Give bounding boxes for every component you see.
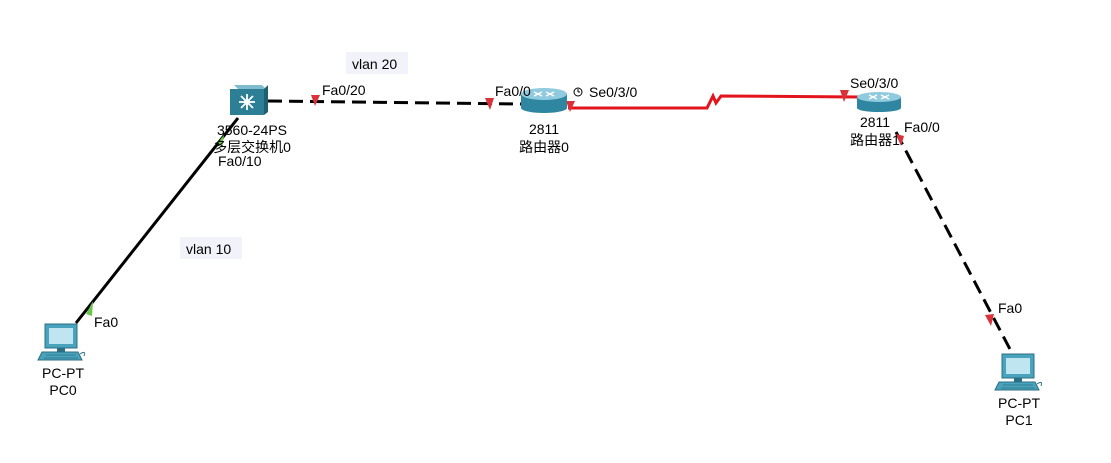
- pc1-model-label: PC-PT: [998, 395, 1040, 411]
- router1-model-label: 2811: [860, 114, 890, 130]
- port-label-router0-fa00: Fa0/0: [495, 83, 531, 99]
- pc1-name-label: PC1: [1005, 412, 1032, 428]
- port-indicator-pc1-fa0: [985, 314, 994, 326]
- port-indicator-router1-fa00: [896, 134, 904, 146]
- vlan10-label: vlan 10: [186, 241, 231, 257]
- pc0-name-label: PC0: [49, 382, 76, 398]
- switch0-name-label: 多层交换机0: [213, 139, 291, 155]
- switch0-model-label: 3560-24PS: [217, 122, 287, 138]
- pc-icon: [37, 323, 85, 361]
- port-label-switch0-fa020: Fa0/20: [322, 82, 366, 98]
- port-label-pc1-fa0: Fa0: [998, 300, 1022, 316]
- router0-device[interactable]: [521, 88, 567, 113]
- multilayer-switch-icon: [230, 85, 268, 115]
- link-pc0-switch0[interactable]: [74, 117, 240, 324]
- router0-name-label: 路由器0: [519, 139, 569, 155]
- pc0-device[interactable]: [37, 323, 85, 361]
- router-icon: [521, 88, 567, 113]
- port-indicator-switch0-fa020: [311, 95, 320, 106]
- pc1-device[interactable]: [994, 353, 1042, 391]
- router1-device[interactable]: [857, 92, 901, 112]
- switch0-device[interactable]: [230, 85, 268, 115]
- port-indicator-router0-fa00: [485, 98, 494, 110]
- port-label-router0-se030: Se0/3/0: [589, 84, 637, 100]
- port-label-router1-fa00: Fa0/0: [904, 119, 940, 135]
- router0-model-label: 2811: [529, 121, 559, 137]
- link-router0-router1-serial[interactable]: [568, 92, 861, 110]
- port-label-pc0-fa0: Fa0: [94, 314, 118, 330]
- link-switch0-router0[interactable]: [267, 99, 523, 106]
- port-label-router1-se030: Se0/3/0: [850, 75, 898, 91]
- port-indicator-switch0-fa010: [218, 135, 224, 148]
- pc-icon: [994, 353, 1042, 391]
- router1-name-label: 路由器1: [850, 132, 900, 148]
- clock-icon: [573, 87, 583, 97]
- port-indicator-router1-se030: [840, 90, 849, 102]
- router-icon: [857, 92, 901, 112]
- pc0-model-label: PC-PT: [42, 365, 84, 381]
- port-indicator-pc0-fa0: [86, 301, 93, 316]
- vlan20-label: vlan 20: [352, 56, 397, 72]
- port-label-switch0-fa010: Fa0/10: [218, 153, 262, 169]
- port-indicator-router0-se030: [566, 101, 575, 112]
- link-router1-pc1[interactable]: [894, 131, 1014, 354]
